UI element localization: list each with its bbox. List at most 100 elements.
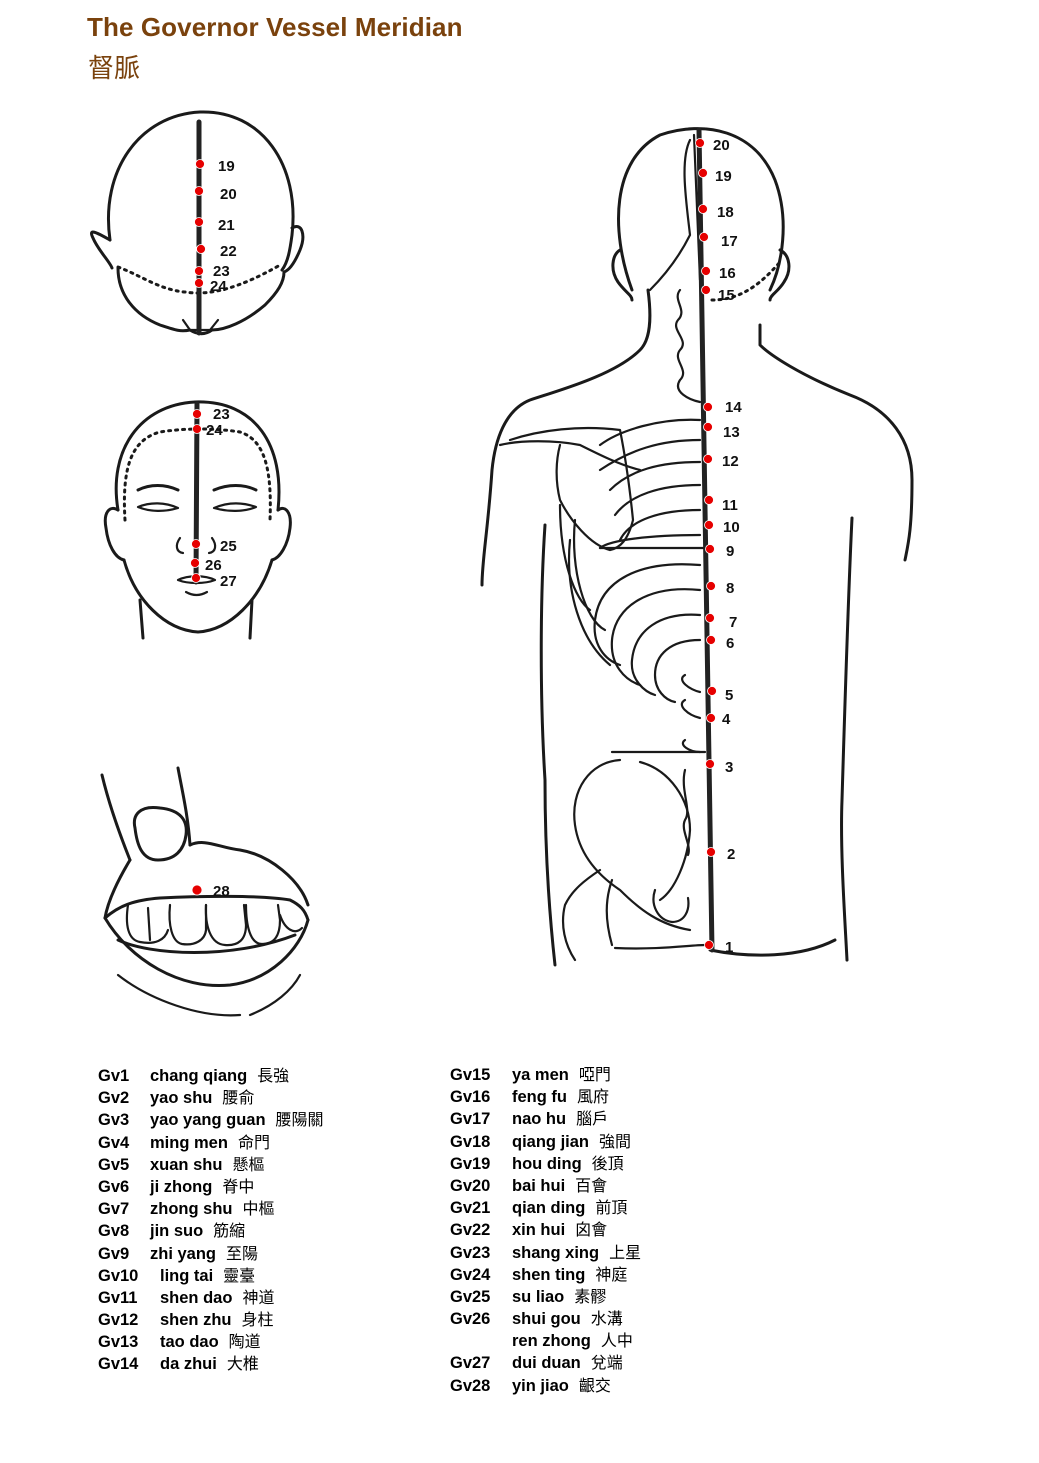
acupoint-marker (701, 285, 711, 295)
legend-pinyin: chang qiang (150, 1067, 248, 1085)
legend-pinyin: xin hui (512, 1221, 566, 1240)
legend-hanzi: 懸樞 (232, 1154, 265, 1174)
legend-code: Gv27 (450, 1354, 491, 1373)
acupoint-marker (192, 409, 202, 419)
acupoint-number-label: 11 (722, 497, 738, 514)
legend-hanzi: 大椎 (226, 1354, 259, 1374)
acupoint-number-label: 22 (220, 243, 237, 260)
legend-hanzi: 囟會 (575, 1220, 608, 1240)
acupoint-marker (706, 713, 716, 723)
acupoint-number-label: 10 (723, 519, 740, 536)
acupoint-marker (706, 581, 716, 591)
legend-hanzi: 素髎 (574, 1286, 607, 1306)
legend-code: Gv25 (450, 1287, 491, 1306)
legend-hanzi: 強間 (599, 1131, 632, 1151)
acupoint-number-label: 23 (213, 406, 230, 423)
legend-pinyin: tao dao (160, 1333, 219, 1352)
legend-pinyin: yin jiao (512, 1376, 569, 1395)
legend-hanzi: 兌端 (590, 1353, 623, 1373)
legend-hanzi: 命門 (237, 1132, 270, 1152)
acupoint-number-label: 5 (725, 687, 733, 704)
legend-code: Gv7 (98, 1200, 130, 1219)
legend-pinyin: zhi yang (150, 1244, 217, 1263)
legend-pinyin: shen zhu (160, 1311, 232, 1330)
legend-hanzi: 上星 (609, 1242, 642, 1262)
acupoint-marker (196, 244, 206, 254)
legend-hanzi: 身柱 (241, 1310, 274, 1330)
legend-pinyin: shui gou (512, 1310, 581, 1329)
acupoint-marker (701, 266, 711, 276)
acupoint-marker (695, 138, 705, 148)
legend-hanzi: 脊中 (222, 1176, 255, 1196)
acupoint-marker (190, 558, 200, 568)
acupoint-number-label: 2 (727, 846, 735, 863)
legend-hanzi: 水溝 (590, 1309, 623, 1329)
acupoint-number-label: 28 (213, 883, 230, 900)
legend-pinyin: ji zhong (150, 1177, 213, 1196)
legend-pinyin: jin suo (150, 1222, 204, 1241)
legend-hanzi: 筋縮 (213, 1221, 246, 1241)
legend-code: Gv13 (98, 1333, 139, 1352)
legend-code: Gv18 (450, 1132, 491, 1151)
legend-pinyin: yao yang guan (150, 1111, 266, 1130)
legend-pinyin: dui duan (512, 1354, 581, 1373)
acupoint-marker (705, 613, 715, 623)
legend-code: Gv24 (450, 1265, 491, 1284)
acupoint-marker (706, 635, 716, 645)
legend-pinyin: ren zhong (512, 1332, 591, 1351)
legend-pinyin: ling tai (160, 1266, 214, 1285)
legend-code: Gv5 (98, 1155, 130, 1174)
acupoint-number-label: 1 (725, 939, 733, 956)
acupoint-number-label: 17 (721, 233, 738, 250)
acupoint-marker (705, 544, 715, 554)
legend-code: Gv8 (98, 1222, 130, 1241)
acupoint-number-label: 18 (717, 204, 734, 221)
acupoint-number-label: 4 (722, 711, 731, 728)
legend-code: Gv23 (450, 1243, 491, 1262)
acupoint-number-label: 25 (220, 538, 237, 555)
legend-hanzi: 啞門 (578, 1065, 611, 1084)
legend-code (450, 1330, 512, 1352)
acupoint-number-label: 21 (218, 217, 235, 234)
legend-hanzi: 腰陽關 (275, 1110, 324, 1130)
legend-pinyin: feng fu (512, 1088, 567, 1107)
legend-hanzi: 中樞 (242, 1199, 275, 1219)
legend-hanzi: 後頂 (591, 1153, 624, 1173)
legend-pinyin: qian ding (512, 1199, 586, 1218)
mouth-figure (100, 766, 310, 1017)
acupoint-number-label: 24 (210, 278, 227, 295)
acupoint-number-label: 23 (213, 263, 230, 280)
legend-pinyin: yao shu (150, 1089, 213, 1108)
acupoint-number-label: 16 (719, 265, 736, 282)
legend-code: Gv21 (450, 1199, 491, 1218)
acupoint-marker (698, 204, 708, 214)
legend-hanzi: 靈臺 (223, 1265, 256, 1285)
legend-code: Gv3 (98, 1111, 130, 1130)
legend-code: Gv17 (450, 1110, 491, 1129)
ribs (558, 418, 707, 704)
acupoint-number-label: 20 (220, 186, 237, 203)
acupoint-marker (195, 159, 205, 169)
acupoint-number-label: 8 (726, 580, 734, 597)
acupoint-marker (698, 168, 708, 178)
